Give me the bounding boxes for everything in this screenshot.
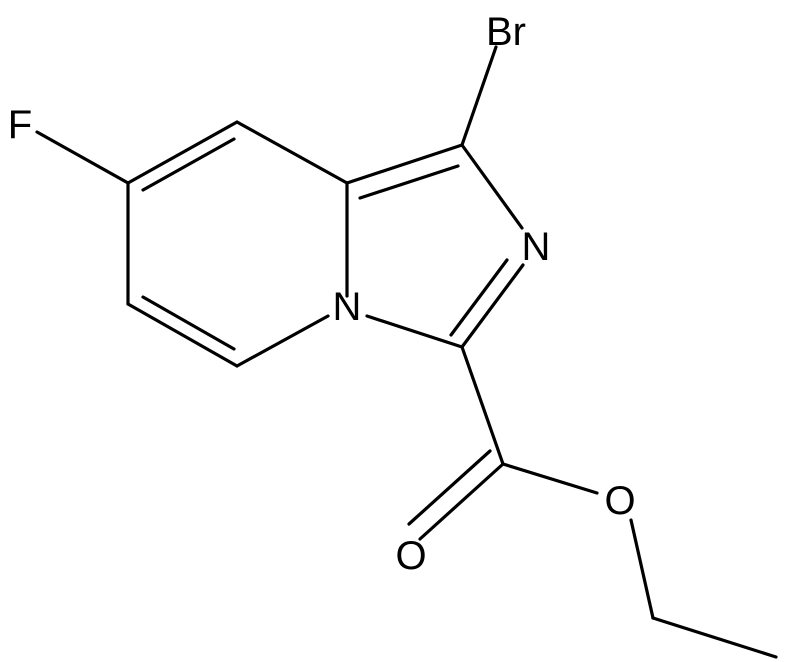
five-membered-ring	[345, 143, 525, 349]
bond-c8a-c1	[345, 143, 464, 185]
bond-c3-carbonyl	[460, 345, 505, 466]
bond-n2-c3	[460, 263, 525, 349]
bond-c8a-c8	[235, 120, 349, 185]
atom-label-carbonyl-oxygen: O	[395, 534, 426, 578]
bond-c5-n4	[235, 314, 330, 368]
bond-c3-n4	[365, 314, 464, 349]
bond-carbonyl-o-double-b	[407, 449, 492, 526]
six-membered-ring	[126, 120, 349, 368]
bond-ch2-ch3	[651, 616, 778, 659]
bond-c7-f	[35, 130, 130, 185]
substituents	[35, 45, 778, 659]
atom-label-bridgehead-nitrogen: N	[333, 285, 362, 329]
bond-ester-o-ch2	[629, 518, 655, 620]
bond-c1-n2	[460, 143, 524, 230]
bond-c8-c7	[126, 120, 239, 185]
atom-label-bromine: Br	[486, 10, 526, 54]
bond-n2-c3-inner	[449, 258, 509, 337]
bond-c1-br	[460, 45, 498, 147]
bond-c8a-c1-inner	[358, 164, 460, 200]
bond-carbonyl-o-double-a	[418, 462, 505, 541]
atom-label-fluorine: F	[8, 103, 32, 147]
atom-label-ester-oxygen: O	[604, 479, 635, 523]
bond-c6-c5-inner	[141, 295, 236, 351]
atom-label-imidazole-nitrogen: N	[522, 225, 551, 269]
bond-carbonyl-ester-o	[501, 462, 599, 495]
bond-c6-c5	[126, 302, 239, 368]
bond-c8-c7-inner	[141, 137, 236, 192]
